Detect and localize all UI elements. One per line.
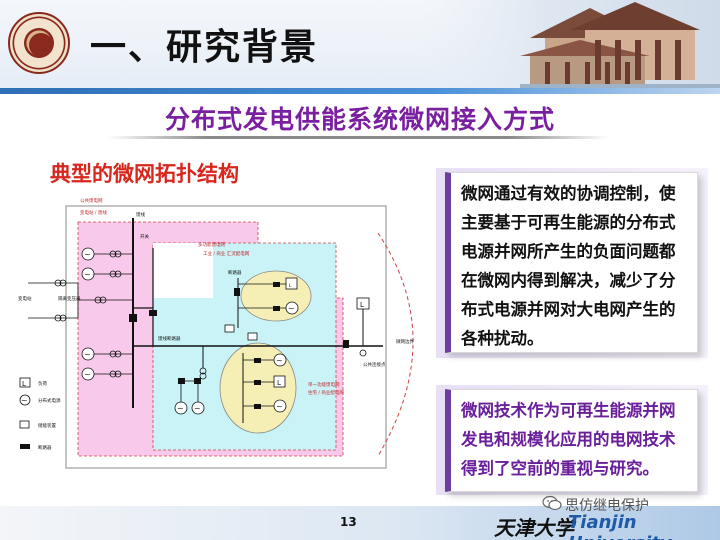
seal-center xyxy=(29,33,53,57)
label-switch: 开关 xyxy=(140,233,149,240)
university-seal-logo xyxy=(8,12,70,74)
svg-text:~: ~ xyxy=(84,370,91,379)
legend-load-label: 负荷 xyxy=(38,380,47,387)
microgrid-topology-diagram: L ~ ~ L ~ ~ ~ L ~ ~ ~ ~ xyxy=(18,197,414,469)
section-heading: 典型的微网拓扑结构 xyxy=(50,162,239,186)
watermark-text: 思仿继电保护 xyxy=(565,498,649,514)
label-pcc: 公共连接点 xyxy=(363,361,386,368)
white-notch xyxy=(153,243,213,298)
svg-text:~: ~ xyxy=(276,356,283,365)
slide-footer xyxy=(0,506,720,540)
label-left-a: 变电站 xyxy=(18,295,32,302)
subtitle-underline xyxy=(108,136,608,139)
svg-text:~: ~ xyxy=(177,404,184,413)
building-illustration xyxy=(420,0,720,90)
label-ext-grid: 微网边界 xyxy=(396,338,414,345)
svg-text:~: ~ xyxy=(288,304,295,313)
label-breaker-b: 馈线断路器 xyxy=(158,335,181,342)
label-left-b: 隔离变压器 xyxy=(58,295,81,302)
legend-storage-label: 储能装置 xyxy=(38,422,56,429)
page-number: 13 xyxy=(340,515,357,529)
svg-text:~: ~ xyxy=(84,350,91,359)
svg-text:L: L xyxy=(277,379,281,387)
svg-text:~: ~ xyxy=(84,250,91,259)
header-divider xyxy=(0,88,720,94)
svg-text:~: ~ xyxy=(21,396,28,405)
slide-subtitle: 分布式发电供能系统微网接入方式 xyxy=(164,105,555,134)
svg-text:~: ~ xyxy=(194,404,201,413)
label-top-a: 公共馈电网 xyxy=(80,197,103,204)
microgrid-boundary-arc xyxy=(377,232,414,457)
diagram-legend: L ~ 负荷 分布式电源 储能装置 断路器 xyxy=(19,377,61,451)
university-name-cn: 天津大学 xyxy=(494,516,574,540)
svg-text:~: ~ xyxy=(276,402,283,411)
der-cluster-upper xyxy=(240,270,312,322)
label-top-b: 变电站 / 馈线 xyxy=(80,209,107,216)
university-name-en: Tianjin University xyxy=(568,512,672,540)
legend-breaker-label: 断路器 xyxy=(38,444,52,451)
label-region-b: 单一功能馈电网 xyxy=(308,381,340,388)
legend-der-label: 分布式电源 xyxy=(38,397,61,404)
slide-header: 一、研究背景 xyxy=(0,0,720,90)
label-feeder: 馈线 xyxy=(136,211,145,218)
wechat-icon xyxy=(542,495,562,511)
svg-text:L: L xyxy=(360,301,364,309)
page-title: 一、研究背景 xyxy=(90,27,319,68)
label-breaker-a: 断路器 xyxy=(228,269,242,276)
label-region-a: 多功能馈电网 xyxy=(198,241,225,248)
microgrid-technology-box: 微网技术作为可再生能源并网发电和规模化应用的电网技术得到了空前的重视与研究。 xyxy=(445,389,698,492)
label-region-a-sub: 工业 / 商业 汇流配电网 xyxy=(203,250,250,257)
label-region-b-sub: 住宅 / 商业配电网 xyxy=(308,389,344,396)
svg-text:L: L xyxy=(22,380,26,388)
svg-text:L: L xyxy=(289,283,292,289)
microgrid-description-box: 微网通过有效的协调控制，使主要基于可再生能源的分布式电源并网所产生的负面问题都在… xyxy=(445,172,698,353)
svg-text:~: ~ xyxy=(84,270,91,279)
